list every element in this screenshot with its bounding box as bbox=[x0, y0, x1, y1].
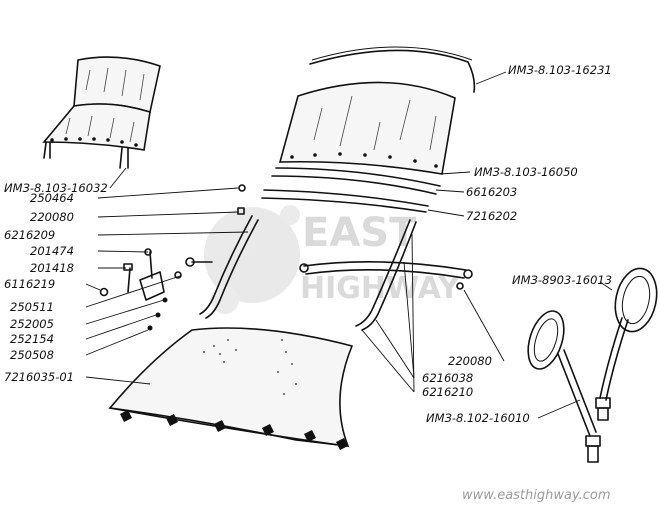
label-6216209: 6216209 bbox=[4, 228, 55, 242]
label-250511: 250511 bbox=[10, 300, 54, 314]
label-201474: 201474 bbox=[30, 244, 74, 258]
leader-lines bbox=[85, 71, 613, 419]
label-imz-8102-16010: ИМЗ-8.102-16010 bbox=[426, 411, 530, 425]
label-250508: 250508 bbox=[10, 348, 54, 362]
cross-rod bbox=[303, 261, 467, 271]
watermark: EAST HIGHWAY bbox=[204, 205, 461, 314]
watermark-site: www.easthighway.com bbox=[462, 488, 611, 503]
watermark-line1: EAST bbox=[302, 210, 417, 256]
small-windshield bbox=[42, 56, 161, 169]
label-7216035-01: 7216035-01 bbox=[4, 370, 74, 384]
mirror-left bbox=[527, 310, 601, 463]
fastener-cluster bbox=[99, 248, 213, 331]
label-7216202: 7216202 bbox=[466, 209, 517, 223]
label-250464: 250464 bbox=[30, 191, 74, 205]
label-220080-left: 220080 bbox=[30, 210, 74, 224]
label-252005: 252005 bbox=[10, 317, 54, 331]
right-strut bbox=[361, 221, 417, 331]
mirror-right bbox=[595, 267, 658, 421]
large-windshield bbox=[278, 81, 456, 175]
bolt-250464 bbox=[238, 184, 246, 192]
frame-strip-upper bbox=[275, 167, 441, 187]
label-201418: 201418 bbox=[30, 261, 74, 275]
label-imz-16050: ИМЗ-8.103-16050 bbox=[474, 165, 578, 179]
label-220080-right: 220080 bbox=[448, 354, 492, 368]
label-6116219: 6116219 bbox=[4, 277, 55, 291]
top-edge-strip bbox=[309, 49, 476, 93]
nut-220080-right bbox=[456, 282, 464, 290]
label-imz-16231: ИМЗ-8.103-16231 bbox=[508, 63, 612, 77]
fairing-cover bbox=[108, 327, 354, 450]
part-labels: ИМЗ-8.103-16231 ИМЗ-8.103-16050 6616203 … bbox=[4, 63, 612, 425]
nut-220080-left bbox=[237, 207, 245, 215]
label-6616203: 6616203 bbox=[466, 185, 517, 199]
label-6216038: 6216038 bbox=[422, 371, 473, 385]
label-imz-8903-16013: ИМЗ-8903-16013 bbox=[512, 273, 612, 287]
label-252154: 252154 bbox=[10, 332, 54, 346]
frame-strip-lower bbox=[263, 189, 429, 207]
left-strut bbox=[205, 219, 259, 319]
label-imz-16032: ИМЗ-8.103-16032 bbox=[4, 181, 108, 195]
watermark-line2: HIGHWAY bbox=[300, 271, 461, 306]
label-6216210: 6216210 bbox=[422, 385, 473, 399]
